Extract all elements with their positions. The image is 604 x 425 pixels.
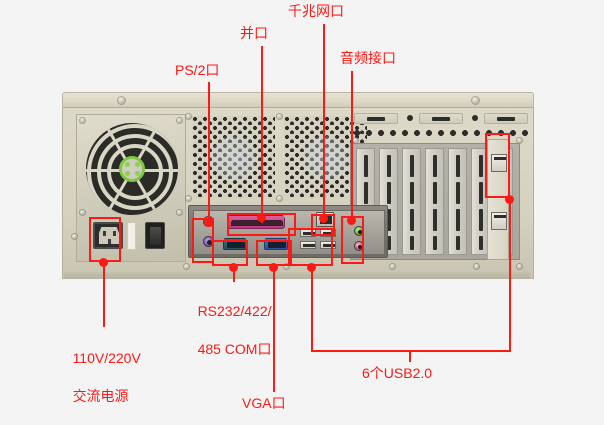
leader-line-ethernet <box>323 24 325 220</box>
highlight-box-parallel <box>227 213 296 236</box>
psu-rating-label <box>127 222 136 250</box>
screw <box>277 196 282 201</box>
annotation-label-com: RS232/422/ 485 COM口 <box>182 283 272 378</box>
highlight-box-com <box>212 240 248 266</box>
fan-hub <box>119 156 145 182</box>
leader-stem-usb <box>409 350 411 362</box>
leader-line-usb-left <box>311 268 313 351</box>
expansion-bracket <box>402 148 421 255</box>
usb-port-side-bottom <box>491 212 507 230</box>
screw <box>177 210 182 215</box>
screw <box>186 196 191 201</box>
highlight-box-vga <box>256 240 292 266</box>
screw <box>177 118 182 123</box>
leader-dot-parallel <box>257 213 266 222</box>
power-supply-unit <box>76 114 186 262</box>
screw <box>284 264 289 269</box>
leader-dot-ps2 <box>204 218 213 227</box>
highlight-box-usb-side <box>485 133 510 198</box>
screw <box>474 264 479 269</box>
leader-dot-audio <box>347 216 356 225</box>
expansion-bracket <box>448 148 467 255</box>
screw <box>186 114 191 119</box>
leader-dot-ethernet <box>319 214 328 223</box>
usb-port-io-4 <box>320 241 336 249</box>
top-knockout-1 <box>354 113 398 124</box>
annotation-label-audio: 音频接口 <box>340 50 396 66</box>
screw <box>517 264 522 269</box>
annotation-label-ps2: PS/2口 <box>175 62 220 78</box>
highlight-box-usb-io <box>288 228 333 266</box>
screw <box>472 97 479 104</box>
annotation-label-usb: 6个USB2.0 <box>362 365 433 381</box>
highlight-box-audio <box>341 216 364 264</box>
screw <box>184 264 189 269</box>
annotation-label-com-line2: 485 COM口 <box>197 341 272 357</box>
leader-line-ps2 <box>208 82 210 223</box>
annotation-label-power-line2: 交流电源 <box>72 388 129 404</box>
screw <box>390 264 395 269</box>
screw <box>118 97 125 104</box>
top-knockout-3 <box>484 113 528 124</box>
highlight-box-ethernet <box>311 214 335 236</box>
side-usb-column <box>487 139 509 260</box>
screw <box>353 138 358 143</box>
leader-dot-usb-right <box>505 195 514 204</box>
annotation-label-power: 110V/220V 交流电源 <box>57 330 141 425</box>
annotation-label-com-line1: RS232/422/ <box>197 303 272 319</box>
leader-dot-power <box>99 258 108 267</box>
psu-fan-grille <box>86 123 178 215</box>
knockout-hole <box>472 115 478 121</box>
screw <box>517 138 522 143</box>
highlight-box-ps2 <box>192 218 214 263</box>
expansion-bracket <box>425 148 444 255</box>
knockout-hole <box>407 115 413 121</box>
leader-line-usb-right <box>509 200 511 351</box>
leader-line-com <box>233 268 235 282</box>
screw <box>277 114 282 119</box>
screw <box>80 210 85 215</box>
usb-port-side-top <box>491 154 507 172</box>
vent-dot-row <box>354 130 529 136</box>
leader-dot-com <box>229 263 238 272</box>
leader-line-audio <box>351 71 353 221</box>
ac-power-inlet <box>93 222 123 249</box>
annotation-label-parallel: 并口 <box>240 25 268 41</box>
leader-dot-usb-left <box>307 263 316 272</box>
top-knockout-2 <box>419 113 463 124</box>
annotation-label-power-line1: 110V/220V <box>72 350 141 366</box>
screw <box>72 234 77 239</box>
leader-line-power <box>103 263 105 327</box>
psu-power-switch <box>145 222 165 249</box>
chassis-bottom-edge <box>64 272 530 279</box>
usb-port-io-2 <box>300 241 316 249</box>
screw <box>80 118 85 123</box>
annotation-label-ethernet: 千兆网口 <box>288 3 344 19</box>
leader-line-vga <box>273 268 275 392</box>
leader-dot-vga <box>269 263 278 272</box>
highlight-box-power <box>89 217 121 262</box>
annotation-label-vga: VGA口 <box>242 395 286 411</box>
leader-line-parallel <box>261 46 263 223</box>
leader-bracket-usb <box>311 350 511 352</box>
